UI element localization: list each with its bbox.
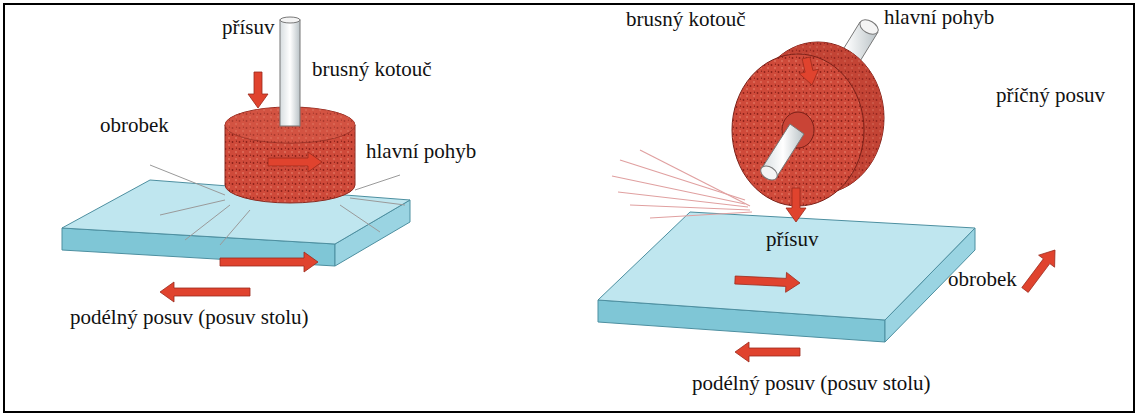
workpiece-right bbox=[598, 212, 975, 342]
motion-arrow bbox=[1022, 250, 1055, 292]
part-label: obrobek bbox=[100, 114, 169, 137]
part-label: přísuv bbox=[222, 16, 275, 39]
grinding-wheel-right bbox=[732, 42, 884, 206]
part-label: brusný kotouč bbox=[626, 8, 746, 31]
motion-arrow bbox=[799, 57, 819, 85]
part-label: obrobek bbox=[948, 268, 1017, 291]
part-label: příčný posuv bbox=[996, 84, 1105, 107]
spindle-left bbox=[280, 17, 300, 126]
part-label: podélný posuv (posuv stolu) bbox=[70, 306, 309, 329]
part-label: podélný posuv (posuv stolu) bbox=[692, 372, 931, 395]
motion-arrow bbox=[248, 72, 268, 108]
part-label: přísuv bbox=[766, 228, 819, 251]
frame bbox=[4, 4, 1134, 412]
motion-arrow bbox=[786, 188, 806, 222]
motion-arrow bbox=[735, 342, 800, 362]
part-label: hlavní pohyb bbox=[366, 140, 476, 163]
part-label: brusný kotouč bbox=[312, 58, 432, 81]
part-label: hlavní pohyb bbox=[884, 6, 994, 29]
motion-arrow bbox=[220, 252, 318, 272]
motion-arrow bbox=[268, 152, 322, 172]
motion-arrow bbox=[735, 272, 800, 292]
sparks-right bbox=[612, 150, 752, 218]
motion-arrow bbox=[160, 282, 250, 302]
